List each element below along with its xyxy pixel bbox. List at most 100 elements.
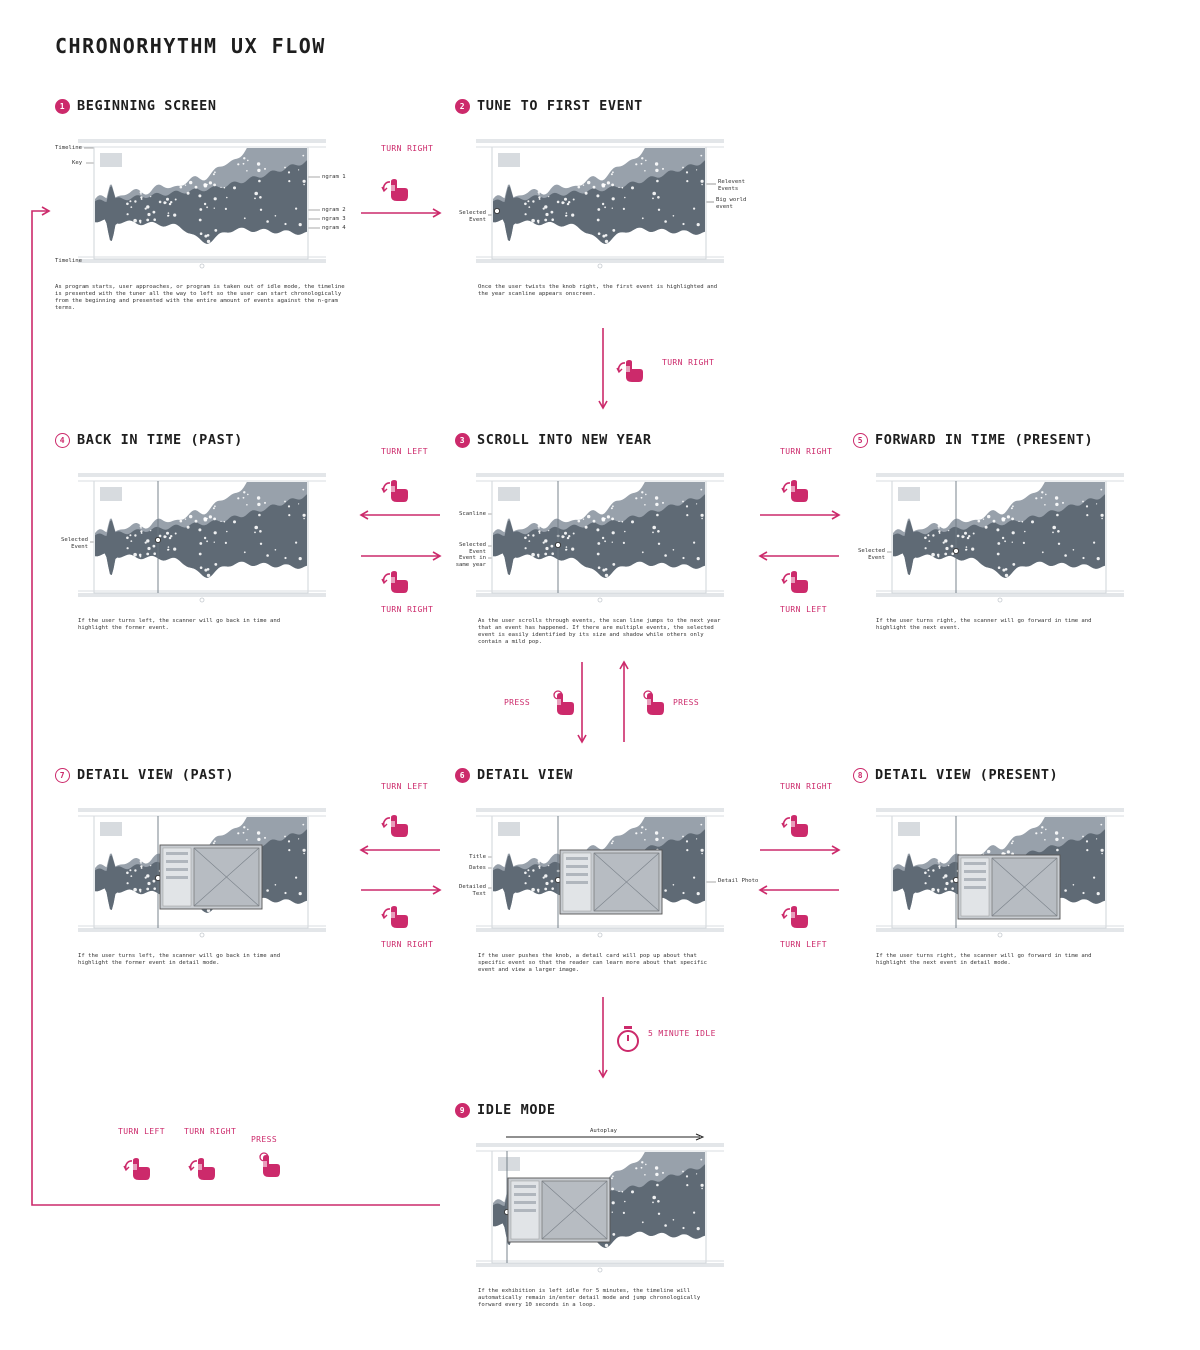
arrow-2-to-3-head bbox=[598, 400, 608, 410]
event-dot bbox=[700, 823, 703, 826]
event-dot bbox=[621, 186, 624, 189]
event-dot bbox=[524, 536, 527, 540]
event-dot bbox=[662, 167, 664, 170]
event-dot bbox=[644, 1174, 646, 1176]
event-dot bbox=[924, 871, 927, 875]
event-dot bbox=[146, 887, 150, 891]
event-dot bbox=[295, 541, 298, 544]
event-dot bbox=[545, 881, 549, 886]
event-dot bbox=[611, 531, 615, 535]
event-dot bbox=[601, 183, 605, 187]
arrow-6-to-9-head bbox=[598, 1069, 608, 1079]
event-dot bbox=[538, 862, 540, 864]
event-dot bbox=[139, 890, 142, 893]
event-dot bbox=[284, 556, 287, 560]
event-dot bbox=[1035, 497, 1038, 500]
event-dot bbox=[259, 208, 263, 211]
event-dot bbox=[641, 1221, 644, 1224]
event-dot bbox=[302, 488, 305, 491]
event-dot bbox=[295, 876, 298, 879]
event-dot bbox=[531, 552, 535, 557]
event-dot bbox=[158, 534, 162, 538]
event-dot bbox=[931, 552, 935, 557]
knob-marker bbox=[997, 597, 1003, 603]
top-rail bbox=[78, 808, 326, 812]
event-dot bbox=[662, 836, 664, 839]
event-dot bbox=[1004, 573, 1009, 578]
event-dot bbox=[242, 831, 245, 834]
event-dot bbox=[542, 207, 545, 210]
event-dot bbox=[274, 549, 277, 551]
arrow-4-to-3-head bbox=[432, 551, 442, 561]
press-knob-icon bbox=[259, 1152, 280, 1177]
event-dot bbox=[243, 157, 246, 160]
event-dot bbox=[652, 1195, 656, 1200]
event-dot bbox=[621, 1190, 624, 1193]
event-dot bbox=[577, 185, 581, 189]
annotation-ngram1: ngram 1 bbox=[322, 174, 346, 180]
annotation-detail_photo: Detail Photo bbox=[718, 878, 759, 884]
event-dot bbox=[1041, 826, 1044, 829]
event-dot bbox=[551, 218, 554, 221]
event-dot bbox=[544, 874, 548, 878]
event-dot bbox=[682, 166, 684, 169]
step-title: DETAIL VIEW (PAST) bbox=[77, 767, 235, 783]
event-dot bbox=[1001, 517, 1005, 521]
event-dot bbox=[1101, 852, 1103, 855]
event-dot bbox=[247, 828, 249, 831]
event-dot bbox=[618, 520, 620, 522]
event-dot bbox=[266, 220, 269, 223]
event-dot bbox=[997, 566, 1001, 569]
event-dot bbox=[150, 196, 152, 198]
annotation-ngram4: ngram 4 bbox=[322, 225, 346, 231]
event-dot bbox=[597, 566, 601, 569]
event-dot bbox=[133, 887, 137, 892]
step-9-description: If the exhibition is left idle for 5 min… bbox=[478, 1288, 701, 1308]
event-dot bbox=[611, 517, 614, 521]
step8-screen bbox=[876, 808, 1124, 938]
event-dot bbox=[538, 532, 541, 534]
event-dot bbox=[259, 196, 262, 199]
event-dot bbox=[259, 542, 263, 545]
key-box bbox=[898, 822, 920, 836]
key-box bbox=[100, 153, 122, 167]
event-dot bbox=[1082, 835, 1084, 838]
event-dot bbox=[1041, 551, 1044, 554]
event-dot bbox=[139, 860, 142, 863]
event-dot bbox=[635, 1167, 638, 1170]
event-dot bbox=[696, 503, 698, 505]
event-dot bbox=[631, 1190, 634, 1194]
event-dot bbox=[631, 186, 634, 190]
event-dot bbox=[641, 551, 644, 554]
event-dot bbox=[1072, 549, 1075, 551]
turn-knob-icon bbox=[381, 571, 408, 593]
turn-knob-icon bbox=[781, 480, 808, 502]
event-dot bbox=[126, 213, 129, 216]
event-dot bbox=[937, 860, 940, 863]
event-dot bbox=[147, 546, 151, 551]
event-dot bbox=[1055, 502, 1059, 507]
event-dot bbox=[532, 534, 535, 537]
event-dot bbox=[266, 889, 269, 892]
step-3-description: As the user scrolls through events, the … bbox=[478, 618, 721, 645]
event-dot bbox=[700, 848, 704, 852]
event-dot bbox=[963, 536, 965, 538]
annotation-selected_event: Selected Event bbox=[858, 548, 885, 561]
bottom-rail bbox=[78, 259, 326, 263]
arrow-3-to-4-head bbox=[359, 510, 369, 520]
event-dot bbox=[654, 496, 659, 500]
event-dot bbox=[1086, 514, 1089, 517]
event-dot bbox=[693, 876, 696, 879]
event-dot bbox=[170, 535, 173, 538]
event-dot bbox=[140, 196, 143, 199]
event-dot bbox=[596, 194, 600, 198]
event-dot bbox=[194, 519, 198, 523]
selected-event-dot bbox=[154, 536, 162, 544]
event-dot bbox=[130, 206, 133, 208]
event-dot bbox=[1101, 517, 1103, 520]
bottom-rail bbox=[876, 928, 1124, 932]
event-dot bbox=[212, 173, 215, 176]
event-dot bbox=[284, 166, 286, 169]
step-4-description: If the user turns left, the scanner will… bbox=[78, 618, 281, 631]
